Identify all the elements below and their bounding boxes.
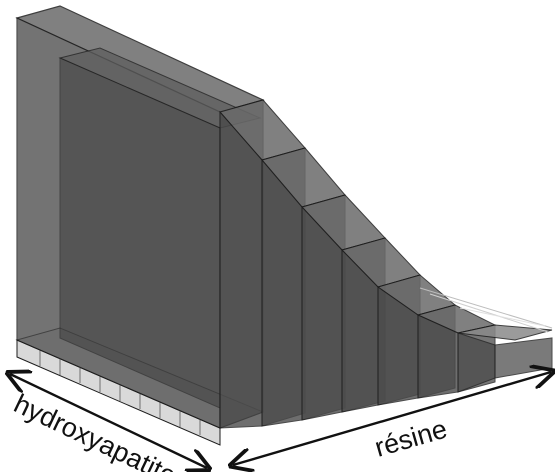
- hydroxyapatite-arrow: [10, 374, 207, 468]
- resine-steps: [219, 99, 553, 429]
- resine-arrow: [233, 372, 551, 465]
